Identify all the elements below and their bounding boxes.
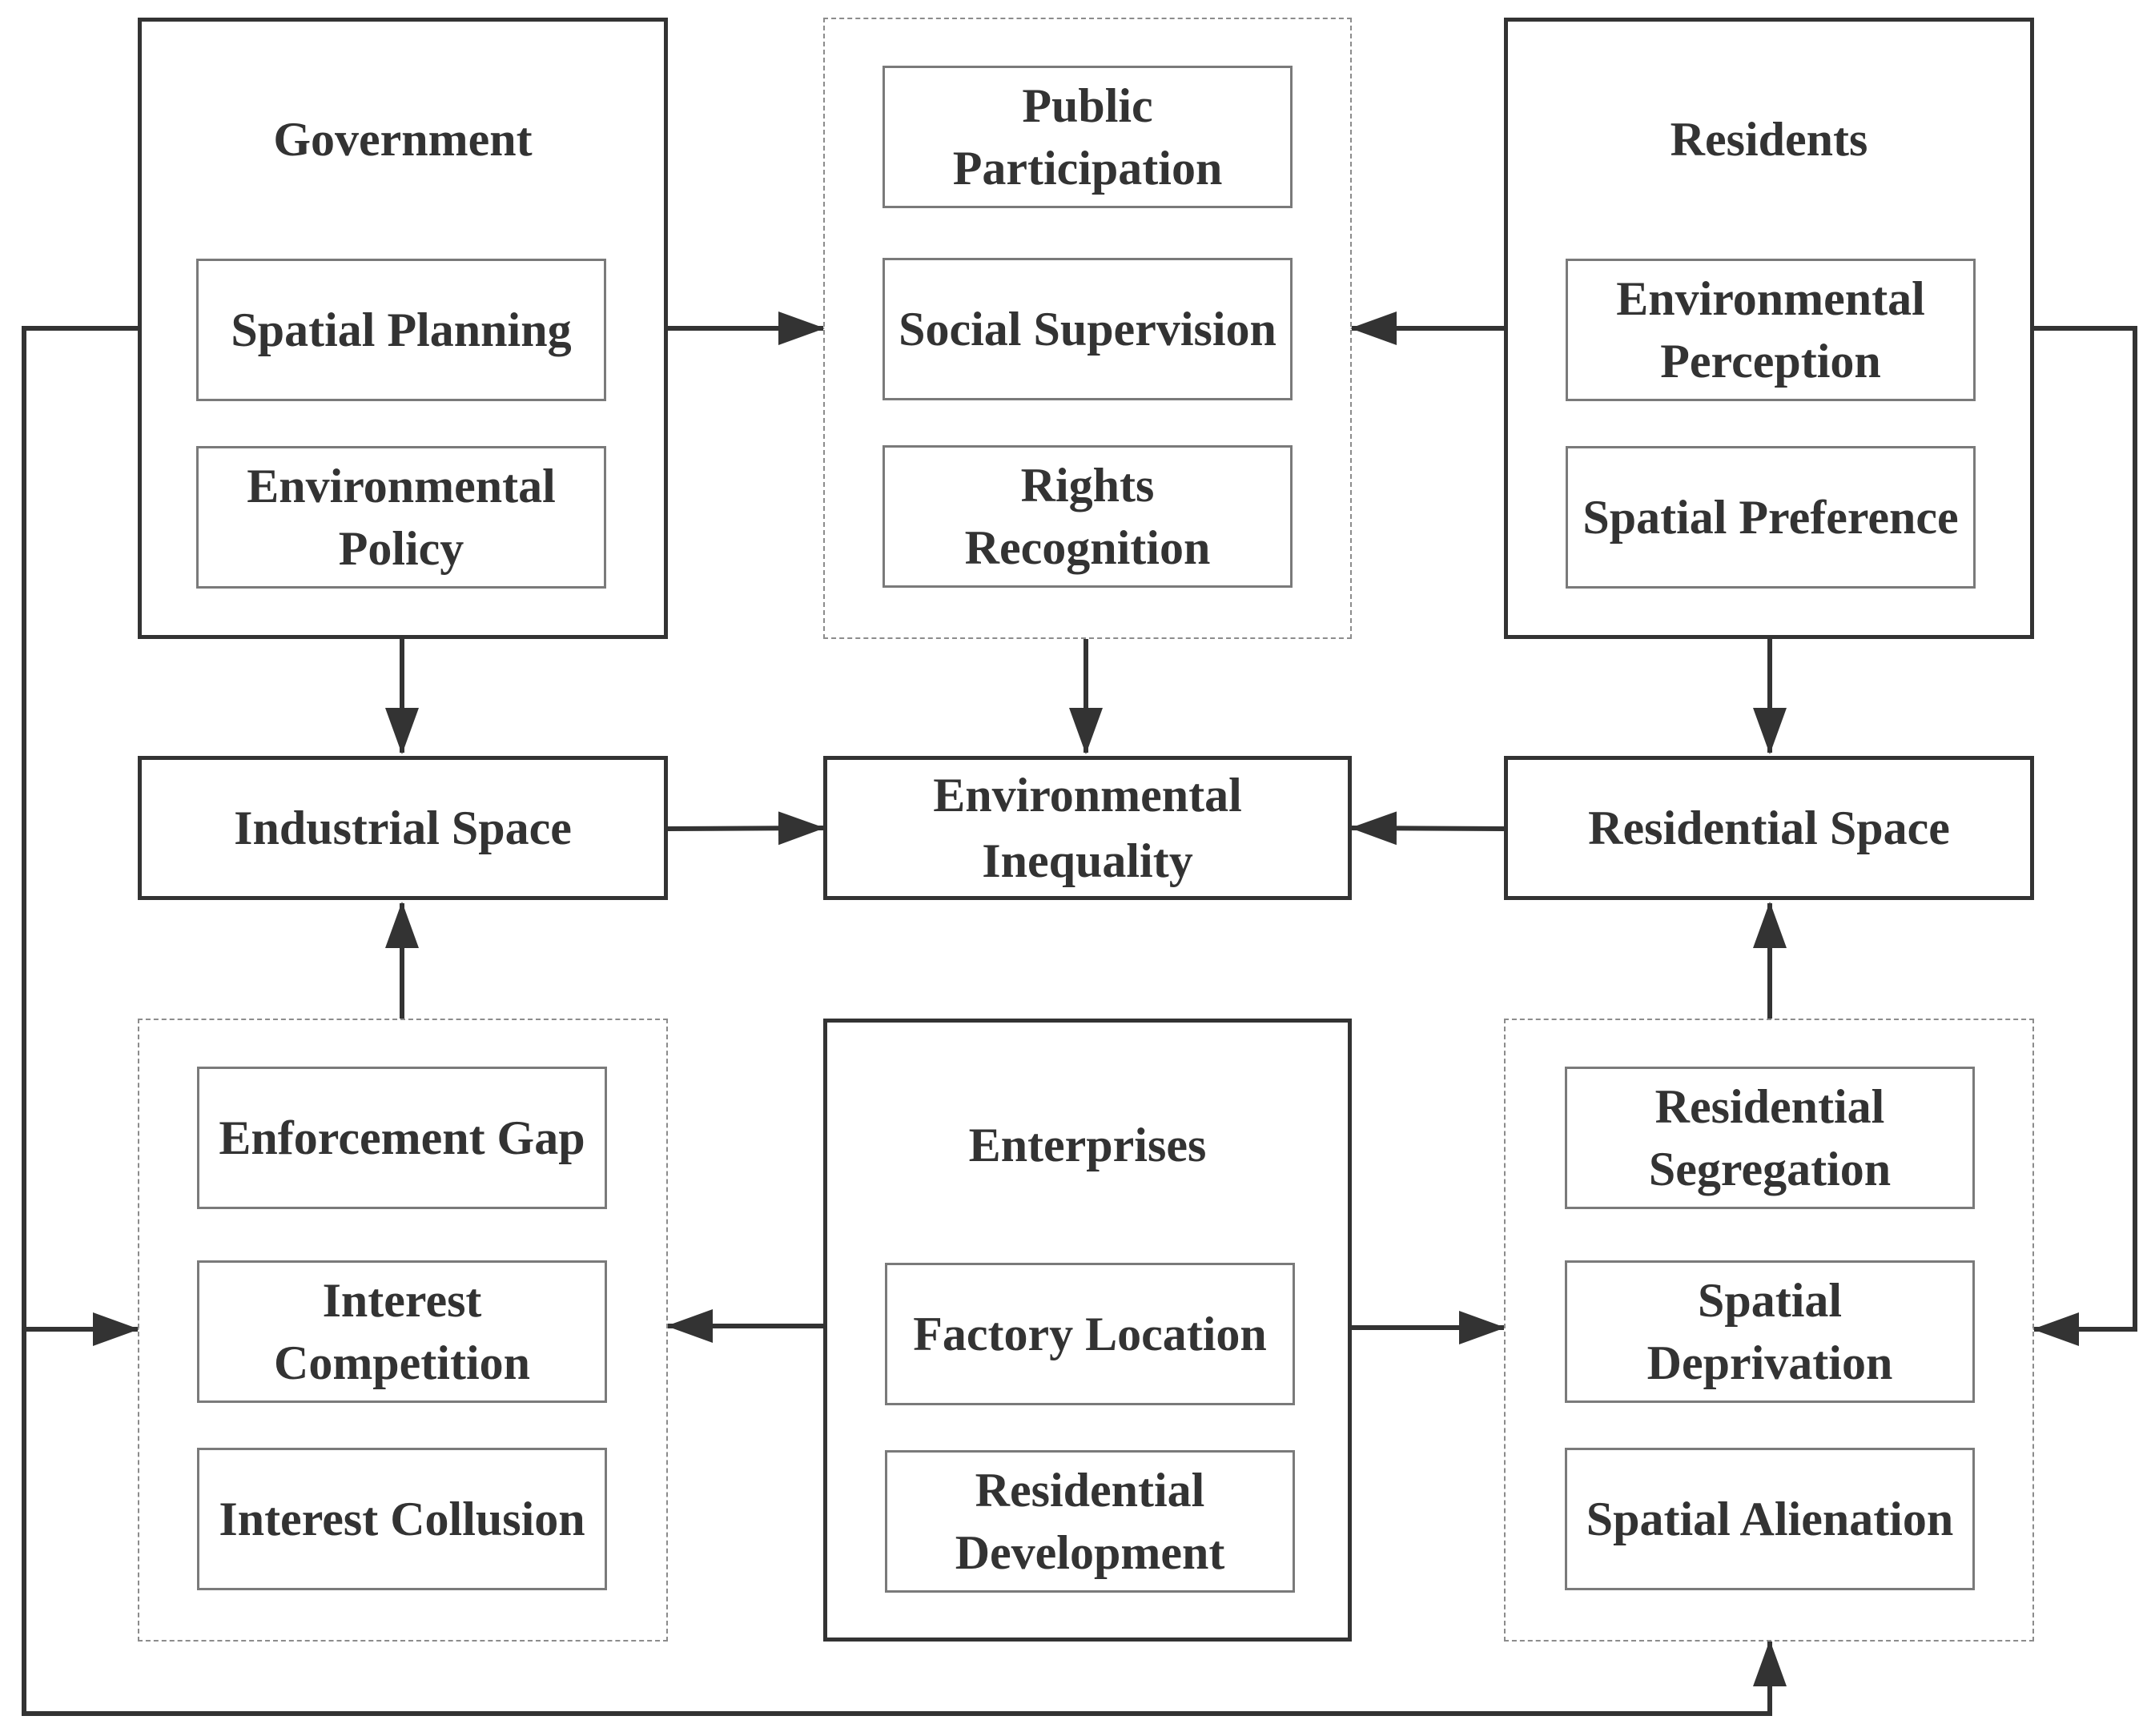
- spatial-deprivation-box: Spatial Deprivation: [1565, 1260, 1975, 1403]
- enforcement-gap-box: Enforcement Gap: [197, 1067, 607, 1209]
- residents-title: Residents: [1670, 113, 1868, 166]
- environmental-inequality-node: Environmental Inequality: [823, 756, 1352, 900]
- rights-recognition-box: Rights Recognition: [883, 445, 1293, 588]
- spatial-planning-box: Spatial Planning: [196, 259, 606, 401]
- residential-space-node: Residential Space: [1504, 756, 2034, 900]
- interest-competition-box: Interest Competition: [197, 1260, 607, 1403]
- residential-development-box: Residential Development: [885, 1450, 1295, 1593]
- environmental-perception-box: Environmental Perception: [1566, 259, 1976, 401]
- residents-group: Residents Environmental Perception Spati…: [1504, 18, 2034, 639]
- environmental-policy-box: Environmental Policy: [196, 446, 606, 589]
- residential-segregation-box: Residential Segregation: [1565, 1067, 1975, 1209]
- arrow-government-loop-to-mechanisms: [22, 326, 139, 1346]
- spatial-preference-box: Spatial Preference: [1566, 446, 1976, 589]
- arrow-industrial-to-inequality: [667, 811, 825, 846]
- public-participation-group: Public Participation Social Supervision …: [823, 18, 1352, 639]
- resident-outcomes-group: Residential Segregation Spatial Deprivat…: [1504, 1019, 2034, 1642]
- arrow-government-loop-to-outcomes: [22, 1329, 1787, 1716]
- government-group: Government Spatial Planning Environmenta…: [138, 18, 668, 639]
- enterprises-title: Enterprises: [968, 1119, 1207, 1171]
- enterprises-group: Enterprises Factory Location Residential…: [823, 1019, 1352, 1642]
- interest-collusion-box: Interest Collusion: [197, 1448, 607, 1590]
- spatial-alienation-box: Spatial Alienation: [1565, 1448, 1975, 1590]
- public-participation-box: Public Participation: [883, 66, 1293, 208]
- government-title: Government: [273, 113, 533, 166]
- arrow-residents-loop-to-outcomes: [2032, 326, 2137, 1346]
- factory-location-box: Factory Location: [885, 1263, 1295, 1405]
- arrow-residential-to-inequality: [1350, 811, 1505, 846]
- industrial-space-node: Industrial Space: [138, 756, 668, 900]
- government-mechanisms-group: Enforcement Gap Interest Competition Int…: [138, 1019, 668, 1642]
- social-supervision-box: Social Supervision: [883, 258, 1293, 400]
